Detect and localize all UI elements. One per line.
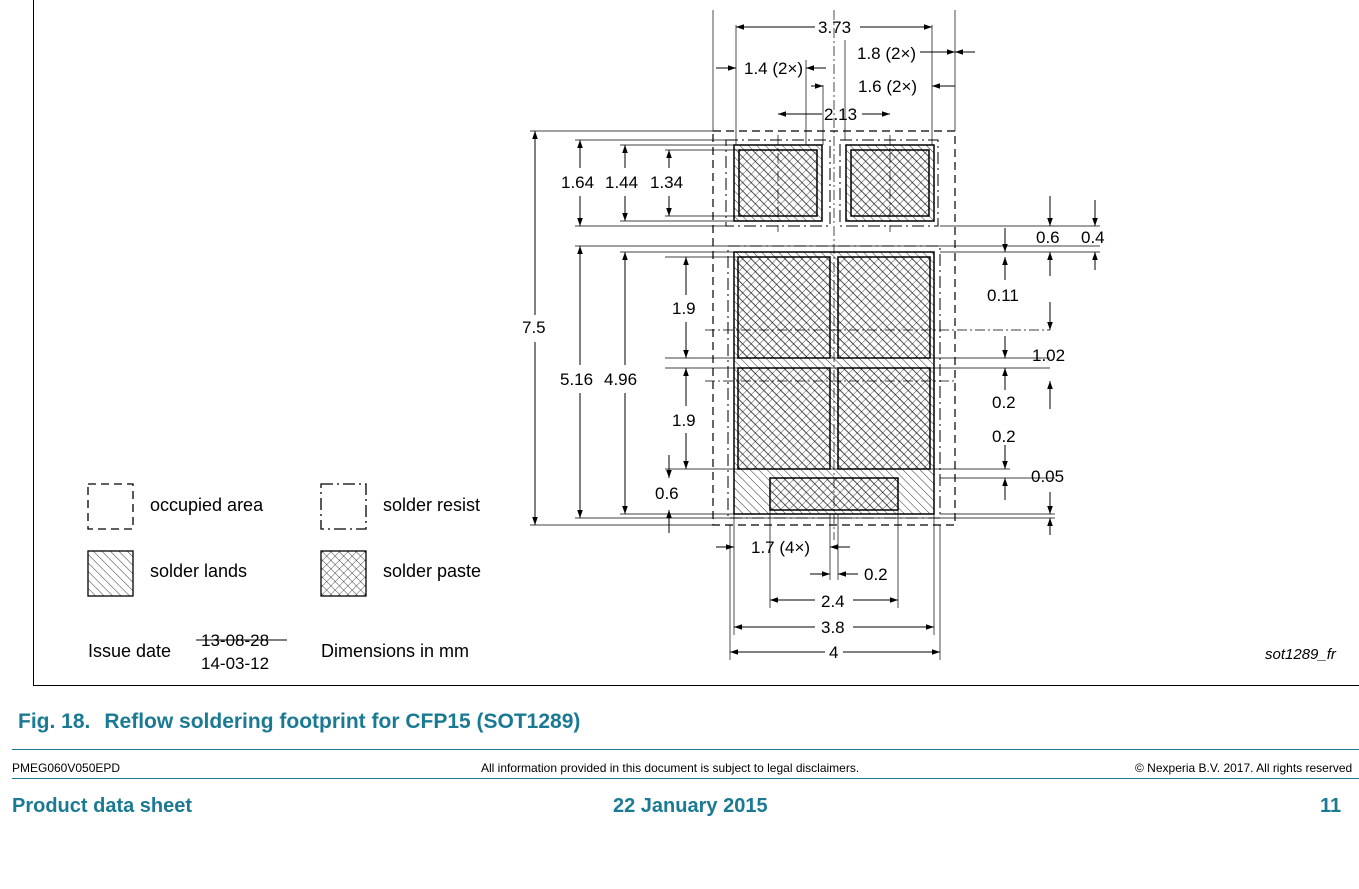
footer-copyright: © Nexperia B.V. 2017. All rights reserve… [1135,761,1353,775]
drawing-code: sot1289_fr [1265,646,1337,663]
dim-right-3: 0.11 [987,286,1019,305]
dim-bottom-w-2: 2.4 [821,592,845,611]
dim-pad-h-1: 1.64 [561,173,594,192]
dim-bottom-w-1: 1.7 (4×) [751,538,810,557]
units-note: Dimensions in mm [321,641,469,661]
legend-solder-paste-swatch [320,550,367,597]
figure-frame [33,0,1359,686]
dim-pad-h-3: 1.34 [650,173,683,192]
issue-date-label: Issue date [88,641,171,661]
dim-right-2: 0.4 [1081,228,1105,247]
footprint [705,10,1050,540]
dim-pad-gap-1: 1.8 (2×) [857,44,916,63]
footer-doc-id: PMEG060V050EPD [12,761,121,775]
footer-bottom-rule [12,778,1359,779]
footer-top-rule [12,749,1359,750]
footer-date: 22 January 2015 [613,795,768,817]
extension-lines [530,10,1100,660]
figure-number: Fig. 18. [18,710,91,733]
dim-right-4: 1.02 [1032,346,1065,365]
footer-page-number: 11 [1320,795,1342,817]
dim-pad-h-2: 1.44 [605,173,638,192]
dim-total-width: 3.73 [818,18,851,37]
dim-bottom-w-4: 4 [829,643,838,662]
figure-title: Reflow soldering footprint for CFP15 (SO… [104,710,581,733]
legend-solder-paste-label: solder paste [383,561,481,581]
dim-bottom-gap: 0.2 [864,565,888,584]
legend-solder-resist-swatch [320,483,367,530]
dim-big-h-2: 4.96 [604,370,637,389]
dim-pad-gap-2: 1.6 (2×) [858,77,917,96]
dim-pad-pitch: 2.13 [824,105,857,124]
dim-right-5: 0.2 [992,393,1016,412]
legend-occupied-area-label: occupied area [150,495,264,515]
footprint-drawing: occupied area solder resist solder lands… [87,10,1337,673]
legend-occupied-area-swatch [87,483,134,530]
dim-pad-width-1: 1.4 (2×) [744,59,803,78]
dim-big-h-1: 5.16 [560,370,593,389]
footer-doc-type: Product data sheet [12,795,193,817]
figure-caption: Fig. 18. Reflow soldering footprint for C… [18,710,580,734]
dim-right-6: 0.2 [992,427,1016,446]
dimension-labels: 3.73 1.8 (2×) 1.4 (2×) 1.6 (2×) 2.13 1.6… [522,18,1105,662]
dimension-arrows [532,24,1098,655]
dim-cell-h-2: 1.9 [672,411,696,430]
solder-paste-cell-1 [737,256,831,359]
issue-date-new: 14-03-12 [201,654,269,673]
legend-solder-resist-label: solder resist [383,495,480,515]
dim-bottom-w-3: 3.8 [821,618,845,637]
dim-cell-h-1: 1.9 [672,299,696,318]
legend-solder-lands-label: solder lands [150,561,247,581]
solder-paste-cell-2 [837,256,931,359]
solder-paste-cell-4 [837,367,931,470]
dim-total-height: 7.5 [522,318,546,337]
dim-right-7: 0.05 [1031,467,1064,486]
legend-solder-lands-swatch [87,550,134,597]
dim-right-1: 0.6 [1036,228,1060,247]
dim-bottom-left: 0.6 [655,484,679,503]
legend: occupied area solder resist solder lands… [87,483,1337,673]
footer-disclaimer: All information provided in this documen… [481,761,860,775]
solder-paste-cell-3 [737,367,831,470]
solder-resist-top-right [839,139,939,227]
